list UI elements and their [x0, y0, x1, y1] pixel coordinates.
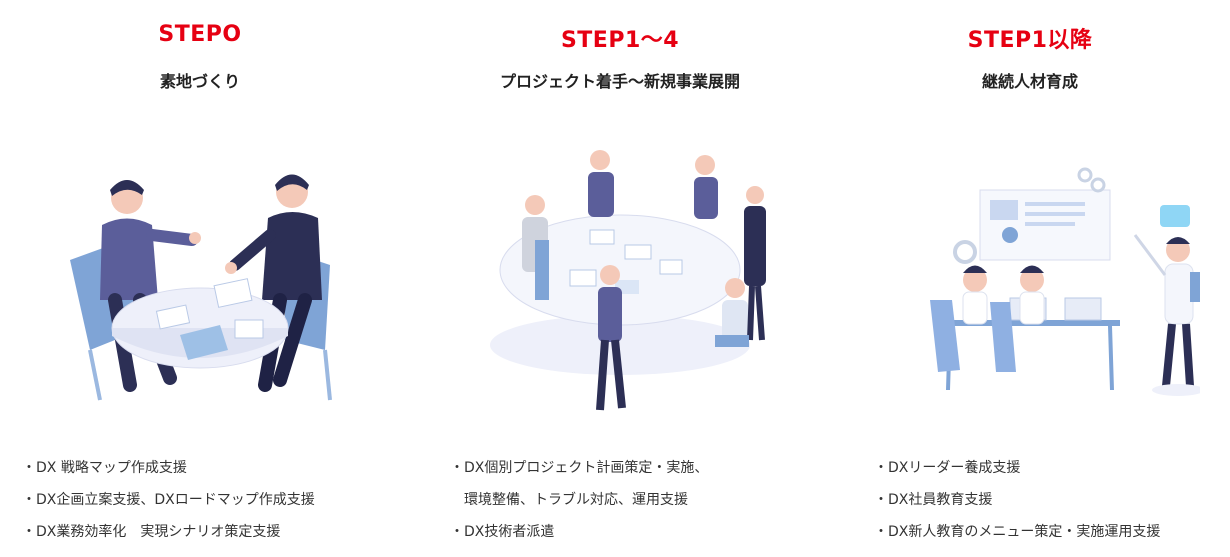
team-meeting-illustration: [490, 150, 766, 411]
support-list: ・DX 戦略マップ作成支援 ・DX企画立案支援、DXロードマップ作成支援 ・DX…: [22, 452, 412, 548]
step-subtitle: 素地づくり: [159, 72, 240, 91]
list-item: 環境整備、トラブル対応、運用支援: [450, 492, 688, 508]
step-title: STEPO: [158, 22, 242, 47]
list-item: ・DX 戦略マップ作成支援: [22, 460, 187, 476]
list-item: ・DX個別プロジェクト計画策定・実施、: [450, 460, 709, 476]
step-subtitle: プロジェクト着手〜新規事業展開: [499, 72, 740, 91]
meeting-illustration: [70, 174, 332, 401]
support-list: ・DXリーダー養成支援 ・DX社員教育支援 ・DX新人教育のメニュー策定・実施運…: [874, 452, 1230, 548]
step-title: STEP1〜4: [560, 28, 680, 53]
step-title: STEP1以降: [967, 28, 1093, 53]
list-item: ・DX新人教育のメニュー策定・実施運用支援: [874, 524, 1161, 540]
list-item: ・DX業務効率化 実現シナリオ策定支援: [22, 524, 281, 540]
list-item: ・DX企画立案支援、DXロードマップ作成支援: [22, 492, 315, 508]
step-column-2: STEP1以降 継続人材育成: [830, 0, 1230, 557]
training-illustration: [930, 167, 1200, 396]
step-column-1: STEP1〜4 プロジェクト着手〜新規事業展開: [420, 0, 820, 557]
step-subtitle: 継続人材育成: [981, 72, 1078, 91]
step-column-0: STEPO 素地づくり: [0, 0, 400, 557]
list-item: ・DXリーダー養成支援: [874, 460, 1021, 476]
list-item: ・DX技術者派遣: [450, 524, 555, 540]
support-list: ・DX個別プロジェクト計画策定・実施、 環境整備、トラブル対応、運用支援 ・DX…: [450, 452, 840, 548]
list-item: ・DX社員教育支援: [874, 492, 993, 508]
